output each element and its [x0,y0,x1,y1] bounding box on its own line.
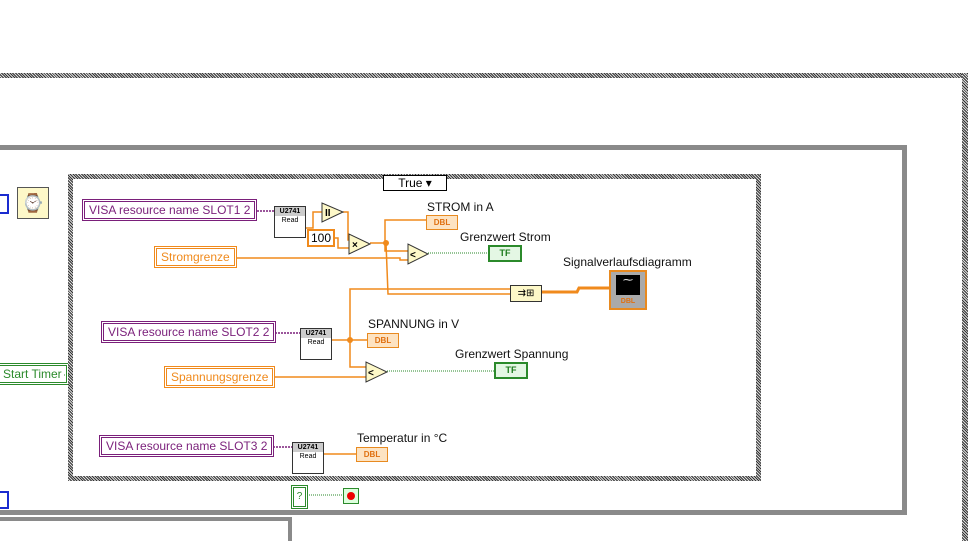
wire-chart [541,286,610,294]
multiply-function-icon [348,233,372,255]
while-loop-right-border[interactable] [902,145,907,515]
loop-tunnel-bottom [0,491,9,509]
start-timer-control[interactable]: Start Timer [0,363,69,385]
wire-strom-build [385,242,510,295]
svg-text:<: < [368,368,374,379]
visa-resource-slot3[interactable]: VISA resource name SLOT3 2 [99,435,275,457]
stop-icon [347,492,355,500]
build-array-icon[interactable]: ⇉⊞ [510,285,542,302]
chart-label: Signalverlaufsdiagramm [563,255,692,269]
chart-graph-icon: ⁓ [616,275,640,295]
outer-structure-top-border [0,73,968,78]
waveform-chart-indicator[interactable]: ⁓ DBL [609,270,647,310]
wire-strom [370,219,428,244]
wire-stromgrenze [232,257,408,261]
grenzwert-strom-label: Grenzwert Strom [460,230,551,244]
grenzwert-spannung-label: Grenzwert Spannung [455,347,569,361]
wire-abs-mul [343,211,349,241]
wire-spannung-build [349,288,510,340]
chart-type: DBL [620,298,636,305]
loop-condition-tunnel[interactable]: ? [291,485,308,509]
spannung-label: SPANNUNG in V [368,317,460,331]
temperatur-indicator[interactable]: DBL [356,447,388,462]
vi-title: U2741 [275,207,305,216]
wait-timer-icon[interactable]: ⌚ [17,187,49,219]
outer-structure-right-border [962,73,968,541]
svg-text:×: × [352,240,358,251]
spannungsgrenze-control[interactable]: Spannungsgrenze [164,366,276,388]
grenzwert-strom-indicator[interactable]: TF [488,245,522,262]
vi-label: Read [281,217,299,224]
wire-spannung-cmp [349,340,366,368]
svg-text:II: II [325,208,331,219]
grenzwert-spannung-indicator[interactable]: TF [494,362,528,379]
strom-indicator[interactable]: DBL [426,215,458,230]
sequence-frame-border-right [288,517,292,541]
spannung-indicator[interactable]: DBL [367,333,399,348]
vi-label: Read [307,339,325,346]
wire-junction [347,337,353,343]
visa-resource-slot1[interactable]: VISA resource name SLOT1 2 [82,199,258,221]
svg-text:<: < [410,250,416,261]
stop-button-terminal[interactable] [343,488,359,504]
strom-label: STROM in A [427,200,494,214]
wire-read1-abs [305,211,322,229]
abs-function-icon [321,202,345,223]
case-selector-value: True [398,176,423,190]
sequence-frame-border [0,517,292,521]
constant-100[interactable]: 100 [307,229,336,247]
visa-resource-slot2[interactable]: VISA resource name SLOT2 2 [101,321,277,343]
wire-junction [383,240,389,246]
less-than-strom-icon [407,243,430,265]
less-than-spannung-icon [365,361,389,383]
while-loop-bottom-border[interactable] [0,510,907,515]
while-loop-top-border[interactable] [0,145,907,150]
wire-100-mul [333,237,349,249]
vi-label: Read [299,453,317,460]
temperatur-label: Temperatur in °C [357,431,448,445]
vi-title: U2741 [293,443,323,452]
vi-title: U2741 [301,329,331,338]
stromgrenze-control[interactable]: Stromgrenze [154,246,237,268]
case-selector[interactable]: True ▾ [383,175,447,191]
loop-tunnel-top [0,194,9,214]
